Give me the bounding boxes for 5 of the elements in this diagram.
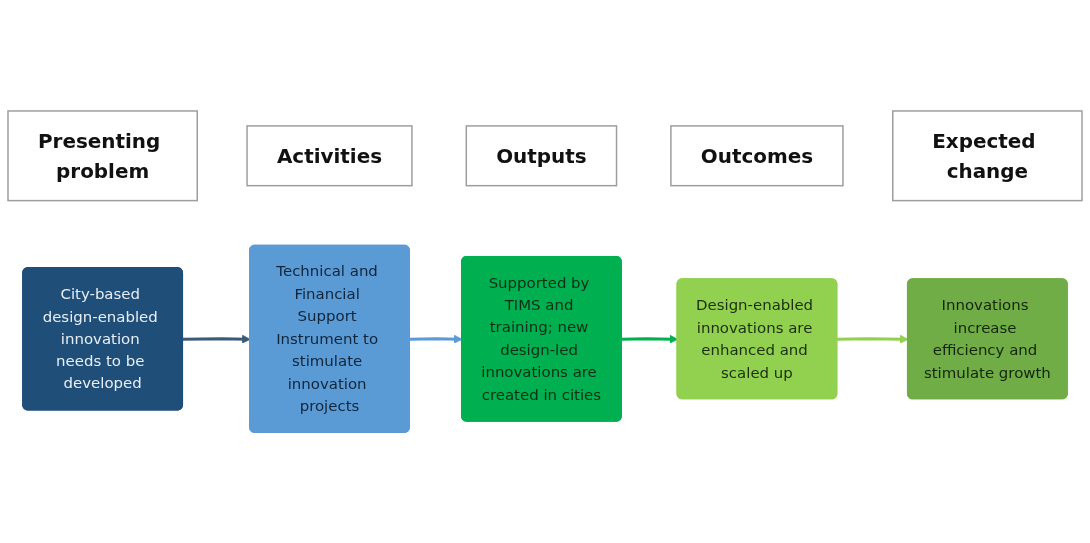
node-box: Expected change (892, 110, 1083, 202)
node-box: Activities (246, 125, 413, 187)
node-box: Outcomes (670, 125, 844, 187)
node-box: Presenting problem (7, 110, 198, 202)
node-box: Outputs (465, 125, 618, 187)
